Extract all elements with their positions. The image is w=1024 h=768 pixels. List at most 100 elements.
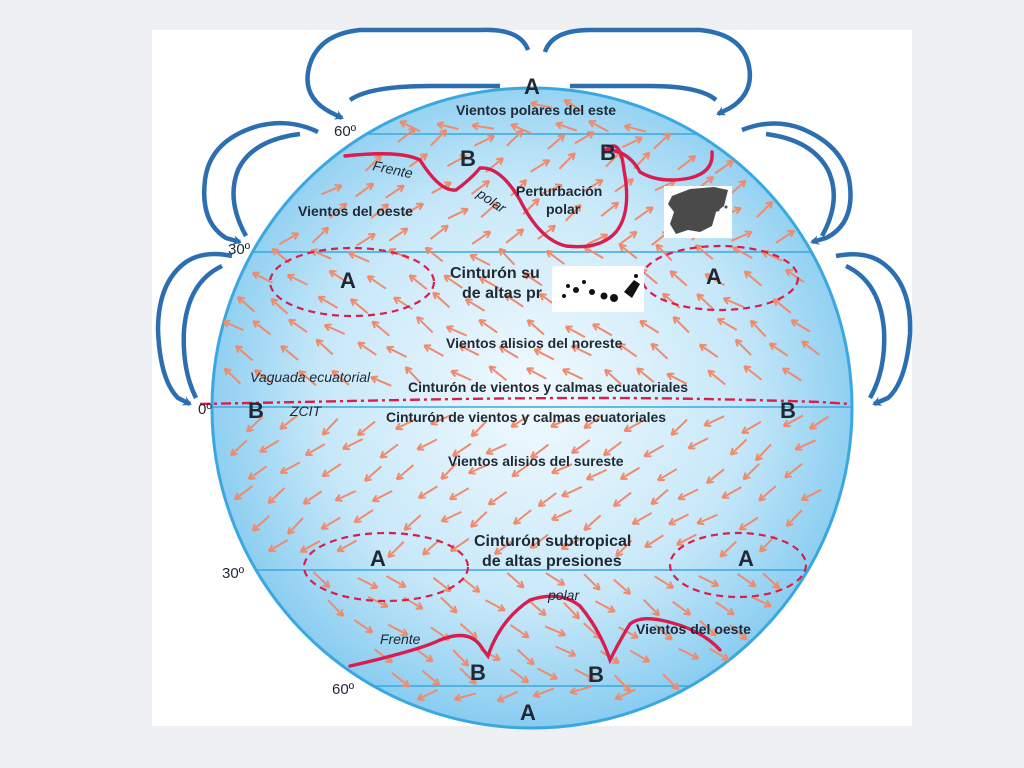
wind-arrow [443, 274, 463, 289]
wind-arrow [530, 159, 550, 173]
wind-arrow [654, 624, 673, 641]
wind-arrow-head [623, 684, 632, 693]
wind-arrow-head [626, 178, 635, 186]
wind-arrow [703, 415, 725, 427]
wind-arrow [387, 623, 409, 636]
wind-arrow [498, 247, 516, 266]
wind-arrow [396, 464, 415, 481]
wind-arrow-head [763, 599, 772, 608]
wind-arrow-head [772, 298, 781, 307]
wind-arrow-head [636, 367, 645, 376]
wind-arrow [707, 369, 726, 386]
wind-arrow-head [366, 275, 375, 283]
wind-arrow-head [585, 472, 594, 481]
wind-arrow [494, 540, 514, 555]
wind-arrow-head [302, 497, 311, 505]
wind-arrow [561, 485, 583, 497]
wind-arrow [541, 184, 563, 195]
wind-arrow [364, 465, 383, 482]
wind-arrow [592, 323, 613, 337]
label-trades-ne: Vientos alisios del noreste [446, 335, 623, 351]
wind-arrow-head [356, 428, 365, 437]
wind-arrow-head [439, 129, 448, 138]
wind-arrow [618, 343, 638, 358]
wind-arrow [670, 418, 688, 436]
wind-arrow [450, 537, 470, 552]
wind-arrow-head [432, 291, 441, 300]
wind-arrow-head [399, 120, 408, 128]
wind-arrow-head [618, 243, 627, 252]
wind-arrow-head [530, 451, 539, 459]
wind-arrow-head [487, 497, 496, 506]
wind-arrow [678, 647, 699, 660]
wind-arrow-head [782, 419, 791, 428]
wind-arrow [738, 516, 759, 531]
wind-arrow-head [299, 545, 308, 553]
wind-arrow [743, 365, 763, 381]
wind-arrow-head [784, 268, 793, 277]
wind-arrow [653, 132, 671, 150]
wind-arrow [809, 415, 829, 430]
wind-arrow-head [323, 323, 332, 332]
wind-arrow [355, 233, 376, 247]
wind-arrow [331, 369, 350, 386]
wind-arrow-head [394, 422, 403, 431]
wind-arrow-head [743, 365, 752, 373]
wind-arrow [450, 370, 472, 382]
wind-arrow-head [472, 585, 481, 593]
wind-arrow-head [339, 202, 348, 211]
wind-arrow-head [432, 678, 441, 686]
wind-arrow-head [645, 206, 654, 214]
wind-arrow [547, 134, 566, 150]
wind-arrow [783, 414, 804, 427]
wind-arrow [583, 246, 604, 260]
wind-arrow [480, 201, 499, 218]
wind-arrow [470, 419, 488, 437]
wind-arrow-head [504, 293, 513, 302]
wind-arrow-head [530, 100, 538, 109]
wind-arrow [762, 572, 780, 590]
wind-arrow [367, 275, 387, 290]
wind-arrow-head [787, 229, 796, 238]
wind-arrow-head [567, 152, 576, 161]
wind-arrow-head [768, 342, 777, 351]
wind-arrow-head [639, 319, 648, 328]
wind-arrow [782, 367, 802, 382]
wind-arrow [715, 601, 735, 616]
wind-arrow [785, 268, 805, 284]
wind-arrow [545, 572, 566, 586]
wind-arrow-head [386, 345, 394, 354]
wind-arrow [530, 102, 553, 109]
wind-arrow-head [516, 228, 525, 237]
wind-arrow-head [233, 492, 242, 501]
wind-arrow [342, 438, 364, 450]
wind-arrow-head [440, 515, 449, 523]
wind-arrow-head [251, 523, 260, 532]
wind-arrow-head [785, 519, 794, 528]
wind-arrow-head [270, 297, 279, 306]
wind-arrow-head [615, 549, 624, 558]
wind-arrow [595, 600, 616, 613]
wind-arrow-head [430, 417, 438, 426]
wind-arrow-head [642, 655, 651, 663]
wind-arrow-head [688, 155, 697, 163]
wind-arrow [395, 418, 417, 430]
wind-arrow [699, 619, 717, 637]
wind-arrow-head [808, 422, 817, 430]
wind-arrow-head [652, 608, 661, 617]
wind-arrow-head [469, 253, 478, 262]
wind-arrow [588, 120, 609, 133]
wind-arrow-head [587, 673, 596, 681]
wind-arrow-head [510, 123, 519, 131]
wind-arrow-head [334, 494, 343, 502]
wind-arrow-head [642, 151, 651, 160]
wind-arrow [279, 414, 299, 430]
wind-arrow-head [478, 276, 487, 284]
ferrel-cell-right [741, 121, 853, 245]
label-westerlies-south: Vientos del oeste [636, 621, 751, 637]
wind-arrow [672, 600, 691, 616]
wind-arrow-head [526, 657, 535, 666]
wind-arrow-head [443, 274, 452, 283]
wind-arrow [418, 485, 438, 499]
wind-arrow [583, 514, 602, 531]
